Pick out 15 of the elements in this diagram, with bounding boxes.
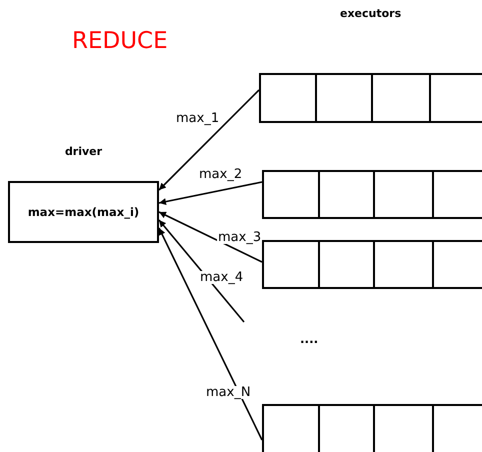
section-heading: executors	[340, 7, 402, 20]
driver-box: max=max(max_i)	[8, 181, 159, 243]
edge-label: max_3	[217, 231, 262, 244]
arrow	[158, 211, 262, 263]
diagram-title: REDUCE	[72, 30, 168, 53]
edge-label: max_4	[199, 271, 244, 284]
arrow	[158, 228, 263, 440]
arrow	[158, 181, 262, 206]
edge-label: max_1	[175, 112, 220, 125]
node-heading: driver	[64, 145, 104, 158]
arrow	[158, 89, 260, 191]
ellipsis-text: ....	[300, 332, 318, 346]
arrow	[158, 219, 245, 323]
edge-label: max_N	[205, 386, 252, 399]
edge-label: max_2	[198, 168, 244, 181]
